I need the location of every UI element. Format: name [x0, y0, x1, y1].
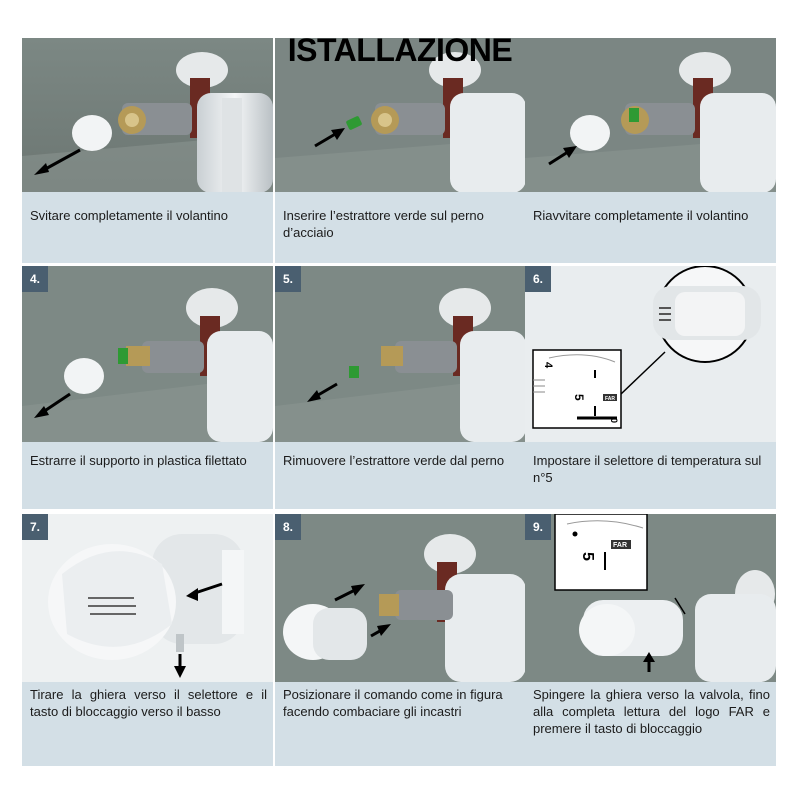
step-number-7: 7. [22, 514, 48, 540]
step-number-9: 9. [525, 514, 551, 540]
step-caption-3: Riavvitare completamente il volantino [533, 208, 749, 223]
step-photo-4 [22, 266, 273, 442]
dial-label-0: 0 [609, 418, 619, 423]
step-photo-1 [22, 38, 273, 192]
step-panel-5: 5. Rimuovere l’estrattore verde dal pern… [275, 266, 526, 509]
step-number-4: 4. [22, 266, 48, 292]
step-panel-7: 7. Tirare la ghiera verso il selettore e… [22, 514, 273, 766]
step-photo-2 [275, 38, 526, 192]
page-title: ISTALLAZIONE [287, 32, 513, 68]
dial-logo-far: FAR [605, 396, 615, 402]
dial-logo-far-zoom: FAR [613, 542, 627, 549]
step-number-8: 8. [275, 514, 301, 540]
step-photo-6: 4 5 0 FAR [525, 266, 776, 442]
step-panel-6: 4 5 0 FAR 6. Impostare il selettore di t… [525, 266, 776, 509]
step-panel-4: 4. Estrarre il supporto in plastica file… [22, 266, 273, 509]
step-caption-5: Rimuovere l’estrattore verde dal perno [283, 453, 505, 468]
step-panel-2: Inserire l’estrattore verde sul perno d’… [275, 38, 526, 263]
step-photo-3 [525, 38, 776, 192]
step-caption-2: Inserire l’estrattore verde sul perno d’… [283, 208, 484, 240]
step-caption-8: Posizionare il comando come in figura fa… [283, 687, 503, 719]
step-panel-8: 8. Posizionare il comando come in figura… [275, 514, 526, 766]
step-caption-4: Estrarre il supporto in plastica filetta… [30, 453, 247, 468]
dial-label-5-zoom: 5 [579, 552, 596, 561]
step-panel-3: Riavvitare completamente il volantino [525, 38, 776, 263]
step-caption-1: Svitare completamente il volantino [30, 208, 228, 223]
dial-label-5: 5 [572, 394, 586, 401]
step-photo-9: 5 FAR [525, 514, 776, 682]
step-caption-6: Impostare il selettore di temperatura su… [533, 453, 762, 485]
step-caption-7: Tirare la ghiera verso il selettore e il… [30, 687, 267, 719]
step-photo-7 [22, 514, 273, 682]
step-number-6: 6. [525, 266, 551, 292]
step-photo-8 [275, 514, 526, 682]
dial-label-4: 4 [542, 362, 554, 369]
step-panel-1: Svitare completamente il volantino [22, 38, 273, 263]
step-photo-5 [275, 266, 526, 442]
step-panel-9: 5 FAR 9. Spingere la ghiera verso la val… [525, 514, 776, 766]
step-number-5: 5. [275, 266, 301, 292]
step-caption-9: Spingere la ghiera verso la valvola, fin… [533, 687, 770, 736]
